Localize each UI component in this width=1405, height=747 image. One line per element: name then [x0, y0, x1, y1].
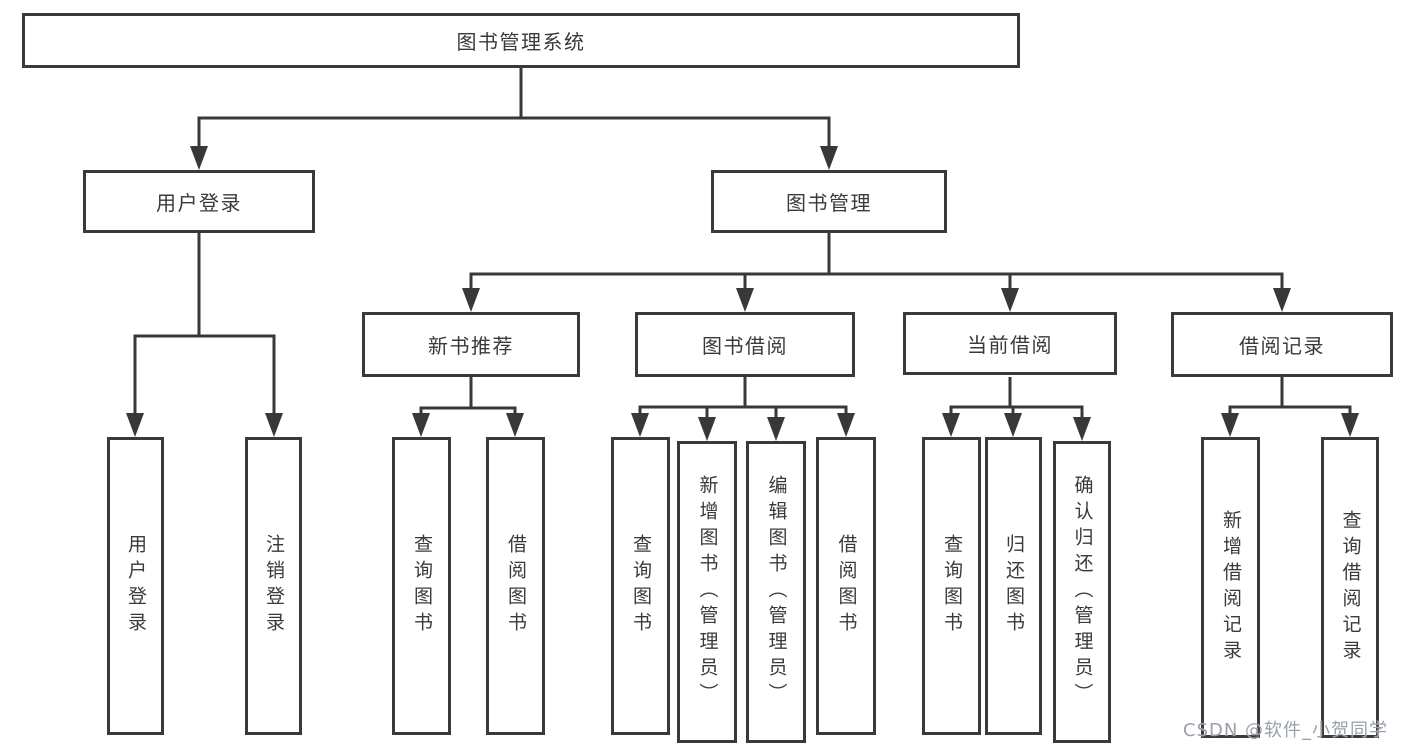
node-label: 图书管理系统 — [456, 30, 586, 54]
node-label: 新增借阅记录 — [1220, 509, 1242, 666]
node-label: 查询图书 — [411, 534, 433, 638]
leaf-query-books-recommend: 查询图书 — [392, 437, 451, 735]
node-label: 借阅记录 — [1239, 334, 1325, 358]
node-label: 借阅图书 — [505, 534, 527, 638]
node-book-management-branch: 图书管理 — [711, 170, 947, 233]
leaf-user-login: 用户登录 — [107, 437, 164, 735]
leaf-query-books-current: 查询图书 — [922, 437, 981, 735]
node-new-book-recommendation: 新书推荐 — [362, 312, 580, 377]
node-label: 图书借阅 — [702, 334, 788, 358]
leaf-confirm-return-admin: 确认归还（管理员） — [1053, 441, 1111, 743]
leaf-return-books: 归还图书 — [985, 437, 1042, 735]
node-label: 查询图书 — [630, 534, 652, 638]
node-label: 新书推荐 — [428, 334, 514, 358]
node-label: 用户登录 — [125, 534, 147, 638]
node-label: 当前借阅 — [967, 333, 1053, 357]
node-label: 查询借阅记录 — [1339, 509, 1362, 666]
leaf-borrow-books-recommend: 借阅图书 — [486, 437, 545, 735]
node-label: 借阅图书 — [835, 534, 858, 638]
leaf-add-books-admin: 新增图书（管理员） — [677, 441, 737, 743]
node-current-borrowing: 当前借阅 — [903, 312, 1117, 375]
node-user-login-branch: 用户登录 — [83, 170, 315, 233]
node-label: 查询图书 — [941, 534, 963, 638]
leaf-edit-books-admin: 编辑图书（管理员） — [746, 441, 806, 743]
node-label: 用户登录 — [156, 191, 242, 215]
node-book-borrowing: 图书借阅 — [635, 312, 855, 377]
node-label: 图书管理 — [786, 191, 872, 215]
leaf-add-borrow-record: 新增借阅记录 — [1201, 437, 1260, 738]
csdn-watermark: CSDN @软件_小贺同学 — [1183, 720, 1389, 741]
leaf-logout: 注销登录 — [245, 437, 302, 735]
node-label: 注销登录 — [263, 534, 285, 638]
node-borrowing-records: 借阅记录 — [1171, 312, 1393, 377]
node-label: 确认归还（管理员） — [1071, 475, 1094, 709]
arrowhead-icons — [126, 146, 1359, 441]
node-label: 新增图书（管理员） — [696, 475, 719, 709]
leaf-query-borrow-record: 查询借阅记录 — [1321, 437, 1379, 738]
leaf-borrow-books-borrowing: 借阅图书 — [816, 437, 876, 735]
node-label: 编辑图书（管理员） — [765, 475, 788, 709]
node-root-library-management-system: 图书管理系统 — [22, 13, 1020, 68]
node-label: 归还图书 — [1003, 534, 1025, 638]
leaf-query-books-borrowing: 查询图书 — [611, 437, 670, 735]
